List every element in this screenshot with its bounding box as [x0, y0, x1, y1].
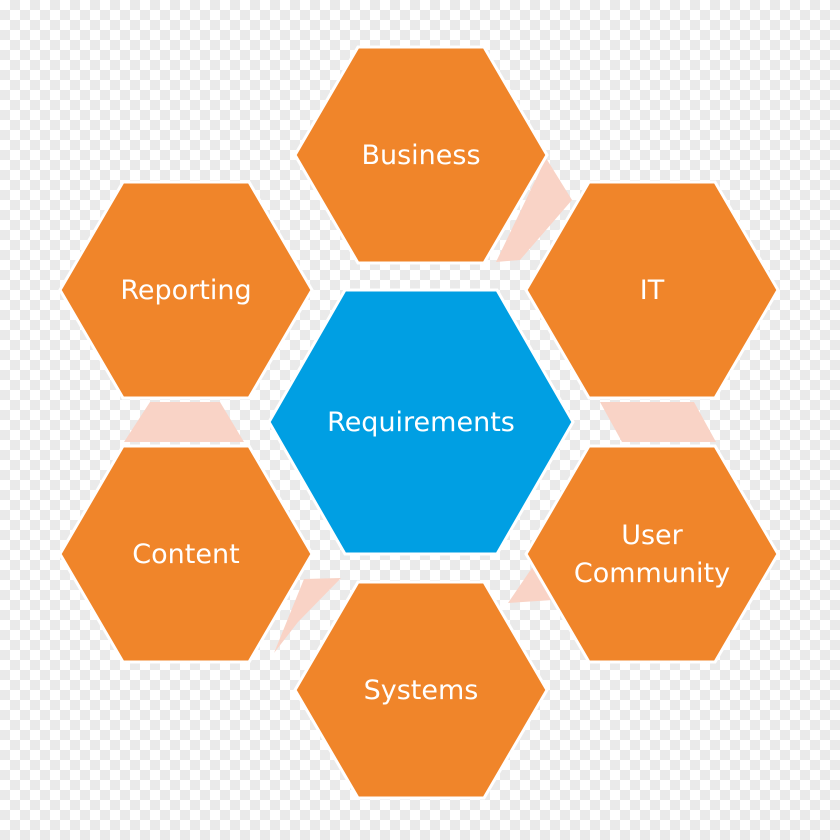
hex-label-systems: Systems — [364, 675, 479, 706]
hex-label-center: Requirements — [327, 407, 515, 438]
hex-label-user-community-line-1: User — [621, 520, 683, 551]
hex-node-it: IT — [524, 180, 780, 400]
hex-node-systems: Systems — [293, 580, 549, 800]
connector-business-it — [496, 158, 572, 262]
hex-shape-user-community — [524, 444, 780, 664]
hex-shape-systems — [293, 580, 549, 800]
connector-strips — [124, 158, 716, 653]
connector-systems-content — [274, 578, 341, 653]
hex-label-reporting: Reporting — [120, 275, 251, 306]
hex-label-it: IT — [640, 275, 665, 306]
hex-node-business: Business — [293, 45, 549, 265]
hex-node-center: Requirements — [267, 288, 575, 556]
hex-node-content: Content — [58, 444, 314, 664]
connector-content-reporting — [124, 402, 244, 442]
hex-shape-center — [267, 288, 575, 556]
hex-shape-it — [524, 180, 780, 400]
hex-shape-reporting — [58, 180, 314, 400]
hex-shape-business — [293, 45, 549, 265]
hex-label-user-community-line-2: Community — [574, 558, 730, 589]
hex-label-content: Content — [132, 539, 239, 570]
connector-it-user-community — [600, 402, 716, 442]
hex-shape-content — [58, 444, 314, 664]
hex-label-business: Business — [361, 140, 480, 171]
hex-node-reporting: Reporting — [58, 180, 314, 400]
